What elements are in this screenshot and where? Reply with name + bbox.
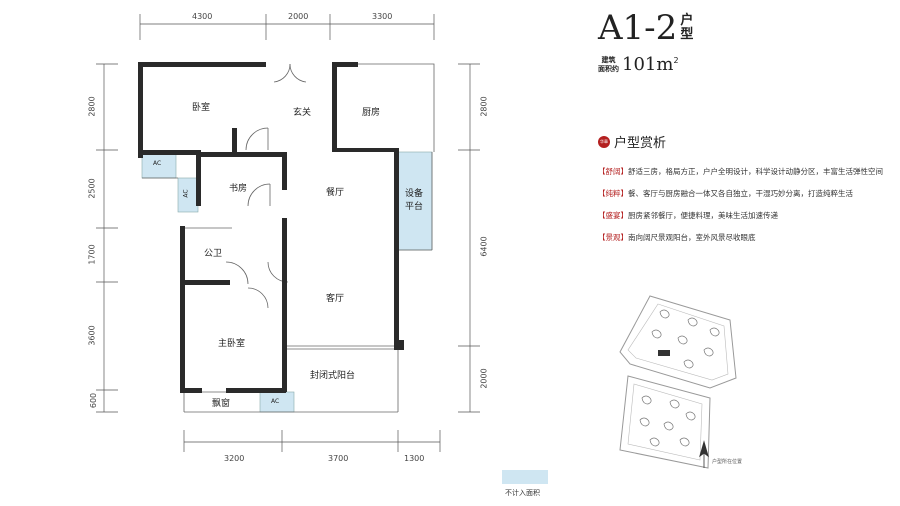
area-value: 101m xyxy=(622,54,674,75)
ac-label-left: AC xyxy=(153,160,162,167)
tree-icon xyxy=(679,437,690,447)
legend-label: 不计入面积 xyxy=(505,489,540,497)
north-arrow-icon xyxy=(699,440,709,468)
room-bedroom: 卧室 xyxy=(192,103,211,113)
tree-icon xyxy=(687,317,698,327)
dim-left-3: 1700 xyxy=(87,244,97,265)
area-label-top: 建筑 xyxy=(601,55,616,64)
room-dining: 餐厅 xyxy=(326,188,345,198)
feature-text: 南向阔尺景观阳台，室外风景尽收眼底 xyxy=(628,233,756,242)
tree-icon xyxy=(659,309,670,319)
dim-left-1: 2800 xyxy=(87,96,97,117)
unit-location-marker xyxy=(658,350,670,356)
room-equipment-line2: 平台 xyxy=(405,202,424,212)
tree-icon xyxy=(649,437,660,447)
tree-icon xyxy=(677,335,688,345)
ac-label-left-lower: AC xyxy=(182,189,190,198)
room-master-bedroom: 主卧室 xyxy=(218,339,246,349)
feature-item: 【纯粹】餐、客厅与厨房融合一体又各自独立，干湿巧妙分离，打造纯粹生活 xyxy=(598,188,853,199)
dim-right-3: 2000 xyxy=(479,368,489,389)
room-foyer: 玄关 xyxy=(293,108,312,118)
site-plan xyxy=(619,295,737,469)
dim-right-1: 2800 xyxy=(479,96,489,117)
tree-icon xyxy=(703,347,714,357)
tree-icon xyxy=(651,329,662,339)
dim-left-5: 600 xyxy=(89,392,99,409)
dim-left-2: 2500 xyxy=(87,178,97,199)
model-suffix: 户 型 xyxy=(680,14,693,42)
room-balcony: 封闭式阳台 xyxy=(310,371,356,381)
legend-swatch xyxy=(502,470,548,484)
feature-text: 厨房紧邻餐厅，便捷料理，美味生活加速传递 xyxy=(628,211,778,220)
feature-tag: 【纯粹】 xyxy=(598,189,628,198)
feature-item: 【盛宴】厨房紧邻餐厅，便捷料理，美味生活加速传递 xyxy=(598,210,778,221)
analysis-header: 华章 户型赏析 xyxy=(598,132,666,151)
room-kitchen: 厨房 xyxy=(362,108,381,118)
tree-icon xyxy=(669,399,680,409)
area-label: 建筑 面积约 xyxy=(598,56,619,74)
tree-icon xyxy=(709,327,720,337)
analysis-heading: 户型赏析 xyxy=(614,136,667,151)
feature-text: 舒适三房，格局方正，户户全明设计，科学设计动静分区，丰富生活弹性空间 xyxy=(628,167,883,176)
ac-label-bottom: AC xyxy=(271,398,280,405)
feature-item: 【景观】南向阔尺景观阳台，室外风景尽收眼底 xyxy=(598,232,756,243)
dim-right-2: 6400 xyxy=(479,236,489,257)
model-title: A1-2 户 型 xyxy=(598,8,693,48)
model-suffix-bottom: 型 xyxy=(680,27,694,42)
room-equipment-line1: 设备 xyxy=(405,189,424,199)
dim-bottom-2: 3700 xyxy=(328,454,349,463)
feature-item: 【舒阔】舒适三房，格局方正，户户全明设计，科学设计动静分区，丰富生活弹性空间 xyxy=(598,166,883,177)
feature-tag: 【景观】 xyxy=(598,233,628,242)
area-unit-sup: 2 xyxy=(673,56,679,65)
feature-tag: 【舒阔】 xyxy=(598,167,628,176)
feature-text: 餐、客厅与厨房融合一体又各自独立，干湿巧妙分离，打造纯粹生活 xyxy=(628,189,853,198)
dim-top-1: 4300 xyxy=(192,12,213,21)
seal-icon: 华章 xyxy=(598,135,610,148)
dim-top-3: 3300 xyxy=(372,12,393,21)
site-plan-label: 户型所在位置 xyxy=(712,459,743,465)
model-name: A1-2 xyxy=(598,8,678,48)
dim-left-4: 3600 xyxy=(87,325,97,346)
area-block: 建筑 面积约 101m 2 xyxy=(598,54,679,75)
tree-icon xyxy=(639,417,650,427)
floor-plan xyxy=(96,14,480,452)
tree-icon xyxy=(683,359,694,369)
tree-icon xyxy=(685,411,696,421)
dim-bottom-1: 3200 xyxy=(224,454,245,463)
tree-icon xyxy=(641,395,652,405)
model-suffix-top: 户 xyxy=(680,13,694,28)
room-study: 书房 xyxy=(229,184,248,194)
room-bay-window: 飘窗 xyxy=(212,399,231,409)
room-bathroom: 公卫 xyxy=(204,249,223,259)
area-label-bottom: 面积约 xyxy=(598,64,619,73)
feature-tag: 【盛宴】 xyxy=(598,211,628,220)
tree-icon xyxy=(663,421,674,431)
dim-top-2: 2000 xyxy=(288,12,309,21)
room-living: 客厅 xyxy=(326,294,345,304)
dim-bottom-3: 1300 xyxy=(404,454,425,463)
